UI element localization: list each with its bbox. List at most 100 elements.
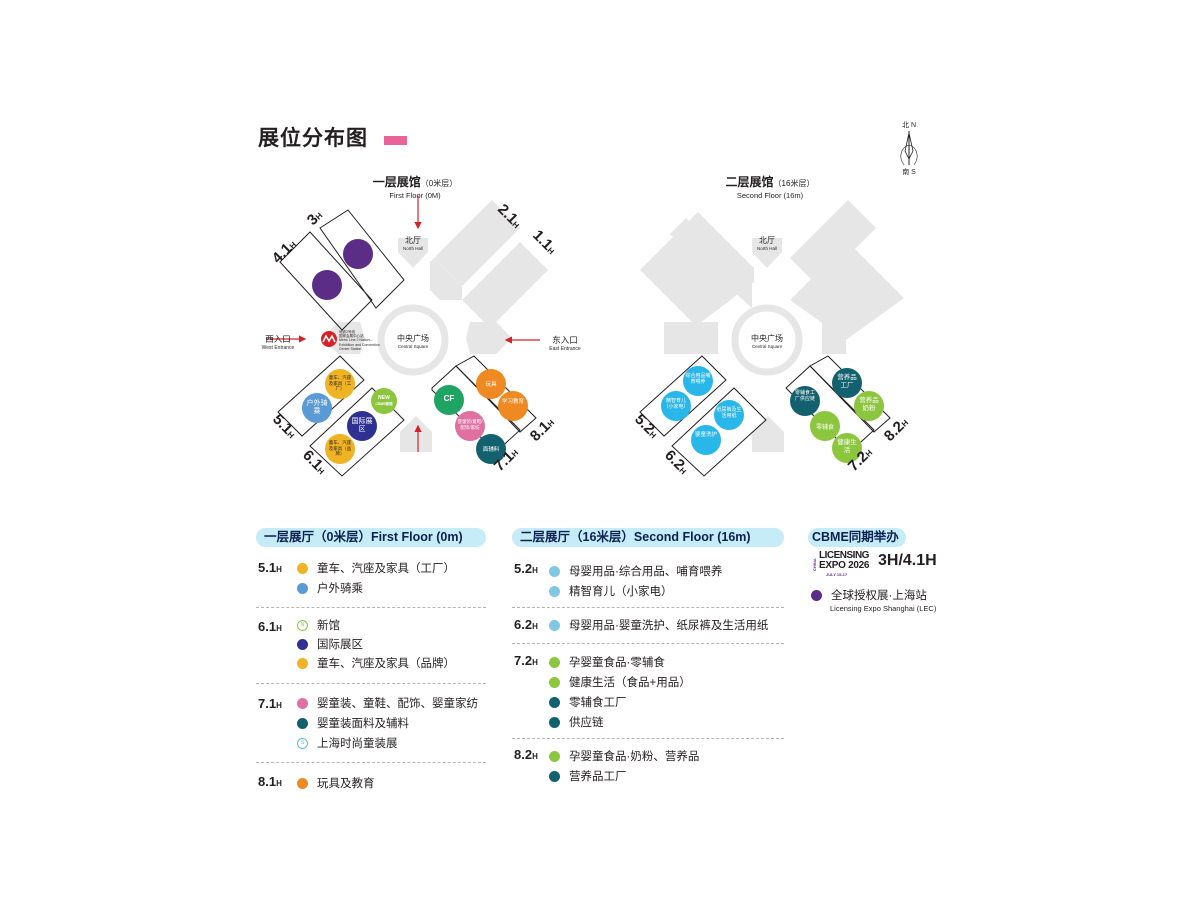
f2-nutrition-factory-circle <box>832 368 862 398</box>
c61new-label: NEW <box>378 395 390 401</box>
label-11h: 1.1H <box>529 227 560 258</box>
c61intl-text: 国际展区 <box>351 418 373 433</box>
legend-divider <box>512 643 784 644</box>
legend-item-text: 童车、汽座及家具（工厂） <box>317 563 455 575</box>
legend1-hall-51-num: 5.1 <box>258 560 277 575</box>
legend2-hall-52-num: 5.2 <box>514 561 533 576</box>
legend-item: 孕婴童食品·零辅食 <box>549 653 665 671</box>
east-entrance-zh: 东入口 <box>552 335 578 345</box>
legend1-hall-61: 6.1H <box>258 619 282 634</box>
teal-dot-icon <box>549 716 560 728</box>
legend2-hall-82-num: 8.2 <box>514 747 533 762</box>
compass-icon: 北 N 南 S <box>894 120 924 176</box>
c62a-text: 纸尿裤及生活用纸 <box>716 407 742 419</box>
f1-north-hall-zh: 北厅 <box>405 236 421 245</box>
south-connector <box>400 416 432 452</box>
c72c-text: 健康生活 <box>837 439 857 454</box>
stroller-brand-circle <box>325 434 355 464</box>
legend-item-text: 童车、汽座及家具（品牌） <box>317 658 455 670</box>
legend-divider <box>256 607 486 608</box>
legend-item-text: 上海时尚童装展 <box>317 738 398 750</box>
legend2-hall-72: 7.2H <box>514 653 538 668</box>
f2-nw-block-2b <box>670 218 752 308</box>
lec-legend-item: 全球授权展·上海站 <box>811 586 927 604</box>
c81edu-text: 学习教育 <box>502 399 525 405</box>
concurrent-header: CBME同期举办 <box>808 528 906 547</box>
f1-central-square: 中央广场 Central Square <box>388 333 438 349</box>
legend1-hall-81: 8.1H <box>258 774 282 789</box>
legend-item: 母婴用品·婴童洗护、纸尿裤及生活用纸 <box>549 616 768 634</box>
f1-central-zh: 中央广场 <box>397 334 429 343</box>
fabric-circle <box>476 434 506 464</box>
f2-central-en: Central Square <box>751 344 783 349</box>
stroller-factory-circle <box>325 369 355 399</box>
f2-west-connector <box>664 322 718 354</box>
f2-central-zh: 中央广场 <box>751 334 783 343</box>
legend2-hall-72-num: 7.2 <box>514 653 533 668</box>
legend-item-text: 营养品工厂 <box>569 771 627 783</box>
cf-circle <box>434 385 464 415</box>
floor2-heading: 二层展馆（16米层） Second Floor (16m) <box>695 173 845 200</box>
legend-item-text: 孕婴童食品·奶粉、营养品 <box>569 751 700 763</box>
f2-general-feeding-circle <box>683 366 713 396</box>
label-52h: 5.2H <box>631 411 662 442</box>
hall-82h-outline <box>809 355 891 433</box>
c61new-sub: CBME新馆 <box>375 402 393 406</box>
yellow-dot-icon <box>297 657 308 669</box>
legend2-header: 二层展厅（16米层）Second Floor (16m) <box>512 528 784 547</box>
c72b-text: 零辅食 <box>815 425 834 431</box>
legend2-hall-72-unit: H <box>532 658 538 667</box>
metro-station-label: 地铁2号线 国家会展中心站 Metro Line 2 Nation... Exh… <box>339 330 383 351</box>
metro-line1: 地铁2号线 <box>339 330 355 334</box>
orange-dot-icon <box>297 777 308 789</box>
legend-item-text: 户外骑乘 <box>317 583 363 595</box>
legend-item-text: 新馆 <box>317 620 340 632</box>
hall-52h-outline <box>639 355 727 437</box>
c72a-text: 零辅食工厂供应链 <box>794 390 815 402</box>
c71apparel-text: 婴童装/童鞋/配饰/家纺 <box>457 419 483 430</box>
legend-item-text: 孕婴童食品·零辅食 <box>569 657 665 669</box>
legend-divider <box>512 738 784 739</box>
f2-north-hall-block <box>752 238 782 268</box>
legend1-header: 一层展厅（0米层）First Floor (0m) <box>256 528 486 547</box>
c71fabric-text: 面辅料 <box>482 447 500 453</box>
f1-central-en: Central Square <box>397 344 429 349</box>
legend-item: 零辅食工厂 <box>549 693 627 711</box>
education-circle <box>498 391 528 421</box>
legend1-hall-81-num: 8.1 <box>258 774 277 789</box>
yellow-dot-icon <box>297 562 308 574</box>
lec-item-en: Licensing Expo Shanghai (LEC) <box>830 604 937 613</box>
legend-item-text: 供应链 <box>569 717 604 729</box>
label-62h: 6.2H <box>661 447 692 478</box>
outdoor-circle <box>302 393 332 423</box>
legend-item: 童车、汽座及家具（工厂） <box>297 559 455 577</box>
label-82h: 8.2H <box>881 414 912 445</box>
legend-item: 玩具及教育 <box>297 774 375 792</box>
legend-item-text: 婴童装面料及辅料 <box>317 718 409 730</box>
metro-line2: 国家会展中心站 <box>339 334 364 339</box>
licensing-circle-3h <box>343 239 373 269</box>
c52b-text: 精智育儿（小家电） <box>663 398 689 410</box>
c82b-text: 营养品奶粉 <box>859 397 879 412</box>
legend1-hall-71: 7.1H <box>258 696 282 711</box>
f2-east-connector <box>822 322 846 354</box>
f2-baby-care-circle <box>691 425 721 455</box>
legend-item: 户外骑乘 <box>297 579 363 597</box>
legend-divider <box>512 607 784 608</box>
legend-item: 孕婴童食品·奶粉、营养品 <box>549 747 699 765</box>
west-entrance-label: 西入口 West Entrance <box>258 333 298 351</box>
logo-china: CHINA <box>812 558 817 571</box>
green-dot-icon <box>549 656 560 668</box>
hall-1-1-block <box>462 242 548 328</box>
metro-icon <box>321 331 337 347</box>
legend2-hall-52-unit: H <box>532 566 538 575</box>
legend-item-text: 健康生活（食品+用品） <box>569 677 691 689</box>
legend2-hall-62-unit: H <box>532 622 538 631</box>
metro-line3: Metro Line 2 Nation... <box>339 338 373 343</box>
legend1-hall-61-unit: H <box>276 624 282 633</box>
legend-item: 营养品工厂 <box>549 767 627 785</box>
hall-61h-outline <box>309 387 405 477</box>
floor2-en-title: Second Floor (16m) <box>736 191 804 200</box>
